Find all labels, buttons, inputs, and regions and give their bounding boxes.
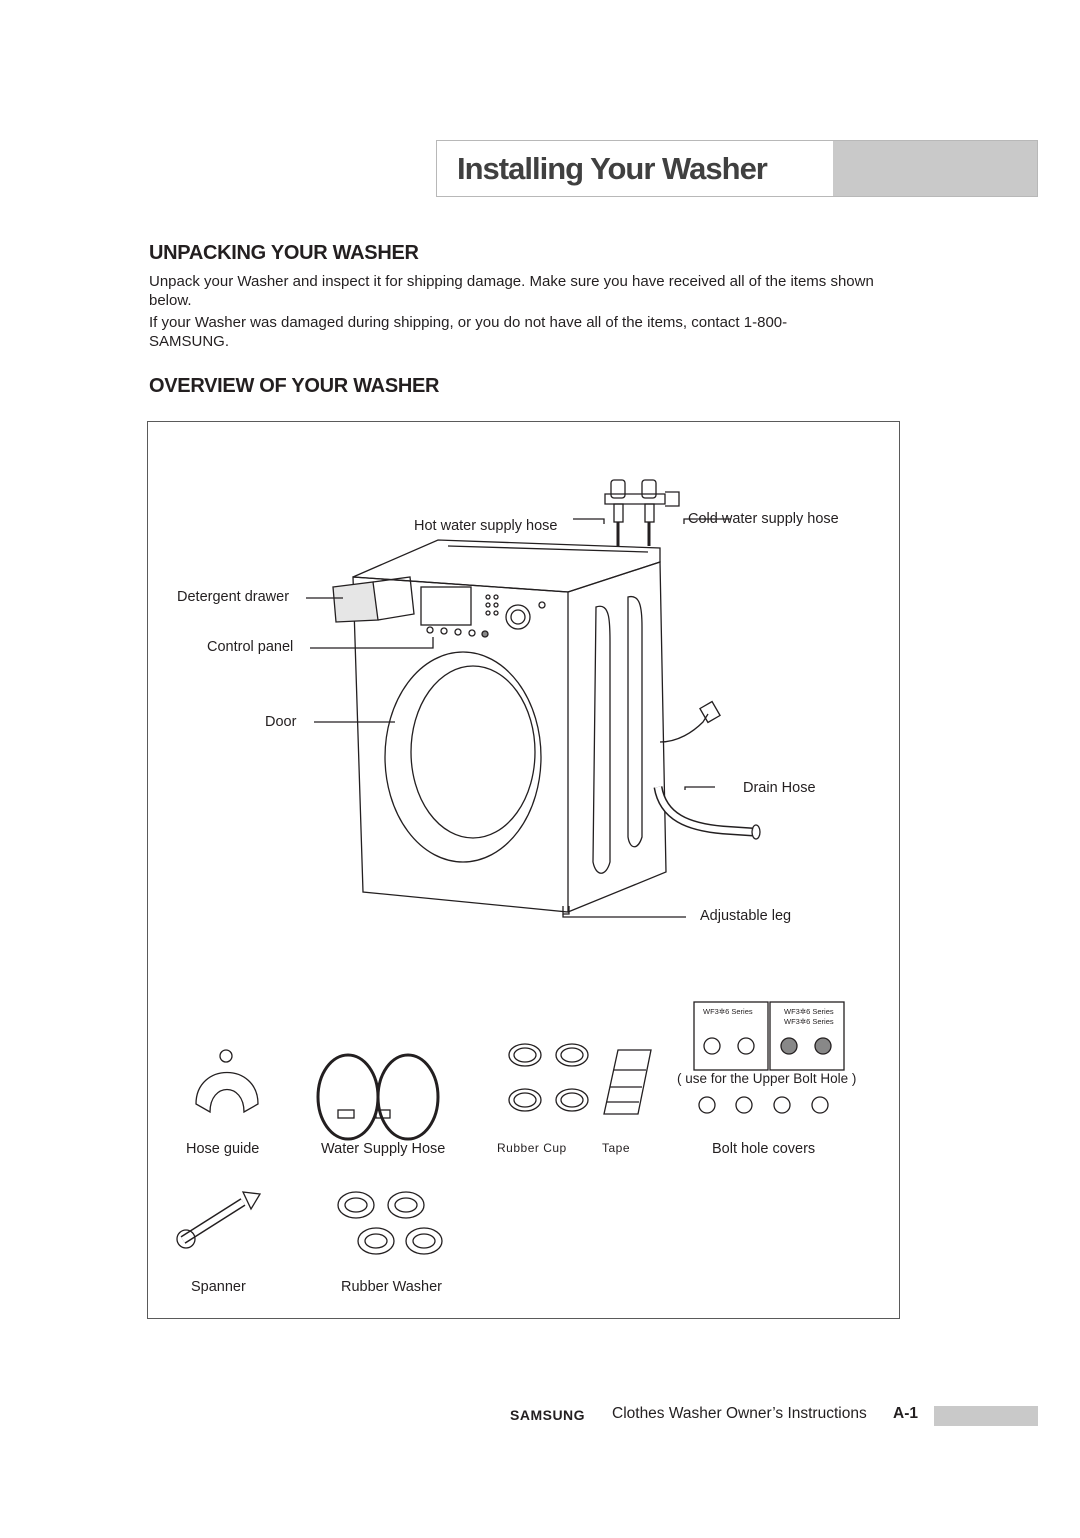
water-taps — [604, 479, 680, 546]
label-rubber-washer: Rubber Washer — [341, 1279, 443, 1295]
label-cold-water-hose: Cold water supply hose — [688, 511, 839, 527]
label-series-a: WF3✲6 Series — [703, 1007, 753, 1016]
chapter-title-box: Installing Your Washer — [436, 140, 1038, 197]
page-footer: SAMSUNG Clothes Washer Owner’s Instructi… — [0, 1402, 1080, 1426]
title-shade — [833, 141, 1037, 196]
footer-bar — [934, 1406, 1038, 1426]
footer-text: Clothes Washer Owner’s Instructions — [612, 1405, 867, 1422]
label-drain-hose: Drain Hose — [743, 780, 816, 796]
label-tape: Tape — [602, 1141, 631, 1155]
label-water-supply-hose: Water Supply Hose — [321, 1141, 446, 1157]
label-detergent-drawer: Detergent drawer — [177, 589, 290, 605]
label-control-panel: Control panel — [207, 639, 294, 655]
chapter-title: Installing Your Washer — [457, 151, 768, 186]
unpacking-paragraph-2: If your Washer was damaged during shippi… — [149, 314, 788, 350]
label-door: Door — [265, 714, 297, 730]
label-rubber-cup: Rubber Cup — [497, 1141, 567, 1155]
page-number: A-1 — [893, 1405, 918, 1422]
washer-overview-diagram: Hot water supply hose Cold water supply … — [147, 421, 900, 1319]
label-series-b1: WF3✲6 Series — [784, 1007, 834, 1016]
unpacking-heading: UNPACKING YOUR WASHER — [149, 242, 419, 264]
overview-heading: OVERVIEW OF YOUR WASHER — [149, 375, 440, 397]
label-bolt-note: ( use for the Upper Bolt Hole ) — [677, 1071, 857, 1086]
label-spanner: Spanner — [191, 1279, 246, 1295]
label-adjustable-leg: Adjustable leg — [700, 908, 792, 924]
unpacking-paragraph-1: Unpack your Washer and inspect it for sh… — [149, 273, 874, 309]
label-hot-water-hose: Hot water supply hose — [414, 518, 558, 534]
label-series-b2: WF3✲6 Series — [784, 1017, 834, 1026]
washer-illustration — [176, 479, 845, 1255]
label-bolt-hole-covers: Bolt hole covers — [712, 1141, 816, 1157]
footer-brand: SAMSUNG — [510, 1407, 586, 1423]
label-hose-guide: Hose guide — [186, 1141, 260, 1157]
